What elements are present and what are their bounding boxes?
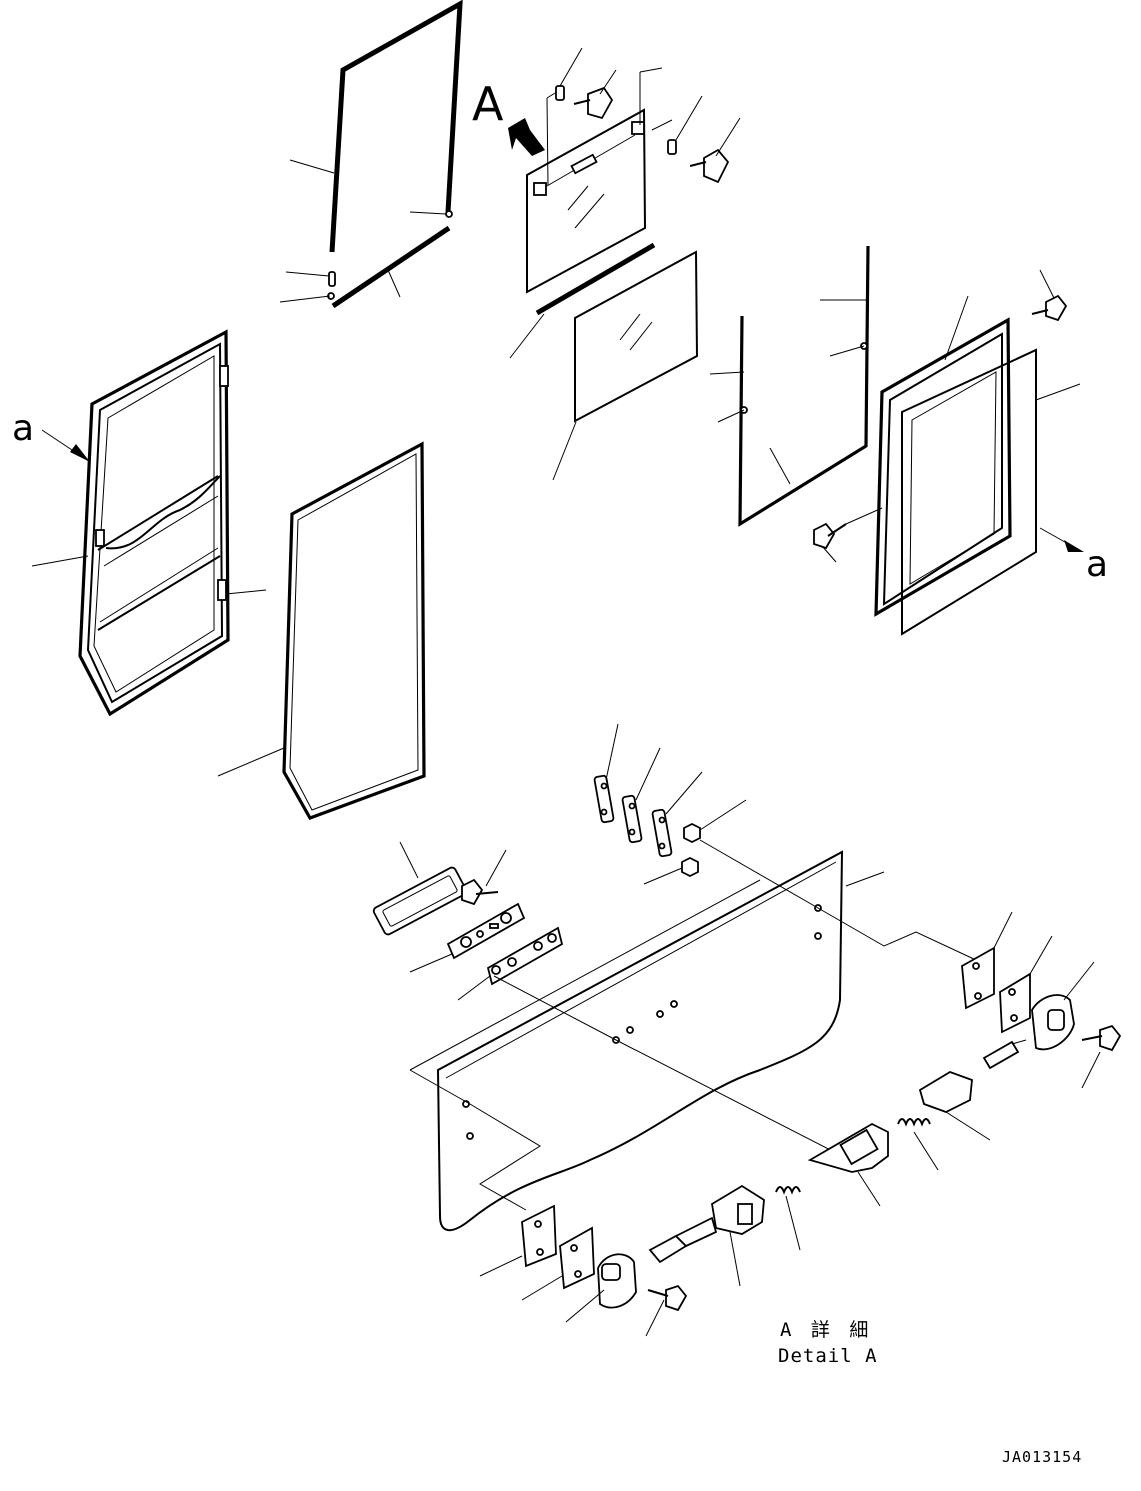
bolt-icon — [573, 69, 617, 120]
svg-text:a: a — [12, 408, 34, 449]
lock-handle — [807, 1122, 889, 1207]
section-marker-start: a — [12, 408, 90, 462]
view-letter: A — [472, 77, 504, 131]
assembly-lines — [409, 839, 977, 1211]
sliding-window-panel — [526, 67, 673, 294]
lock-body — [711, 1184, 765, 1287]
door-frame — [31, 329, 267, 717]
bolt-icon — [1031, 269, 1068, 322]
door-lower-panel — [436, 850, 885, 1231]
window-rubber-channel — [509, 242, 656, 359]
bolt-icon — [689, 117, 741, 184]
bolt-icon — [1081, 1024, 1122, 1089]
pin-icon — [982, 1039, 1027, 1070]
handle-backing-plate — [457, 926, 564, 1001]
lock-rod — [648, 1216, 718, 1264]
lock-cover-plates-left — [479, 1204, 595, 1301]
door-glass-seal — [217, 441, 426, 820]
lock-bracket-right — [918, 1071, 991, 1141]
rear-window-glass — [901, 348, 1081, 636]
door-catch-left — [565, 1253, 688, 1337]
drawing-number: JA013154 — [1002, 1448, 1082, 1466]
nut-icon — [683, 799, 747, 844]
window-fasteners — [555, 47, 741, 184]
bolt-icon — [645, 1284, 688, 1337]
detail-caption-jp: A 詳 細 — [780, 1319, 872, 1341]
bolt-icon — [813, 507, 883, 563]
spring-icon — [775, 1186, 801, 1251]
rear-window-seal — [709, 245, 870, 527]
fixed-glass-pane — [552, 250, 699, 481]
spring-icon — [897, 1118, 939, 1171]
svg-text:a: a — [1086, 544, 1108, 585]
view-arrow-icon — [508, 118, 545, 156]
view-a-marker: A — [472, 77, 545, 156]
lock-cover-plates-right — [961, 911, 1053, 1034]
nut-icon — [643, 856, 699, 885]
arrow-right-icon — [70, 444, 90, 462]
handle-gasket — [372, 841, 468, 936]
detail-caption-en: Detail A — [778, 1345, 878, 1367]
bolt-icon — [461, 849, 507, 906]
rear-window-frame — [813, 269, 1068, 617]
door-seal-strip — [279, 0, 463, 309]
arrow-right-icon — [1064, 540, 1084, 552]
section-marker-end: a — [1039, 527, 1108, 585]
striker-plates — [593, 723, 747, 885]
handle-base-plate — [409, 902, 526, 973]
door-catch-right — [982, 961, 1122, 1089]
